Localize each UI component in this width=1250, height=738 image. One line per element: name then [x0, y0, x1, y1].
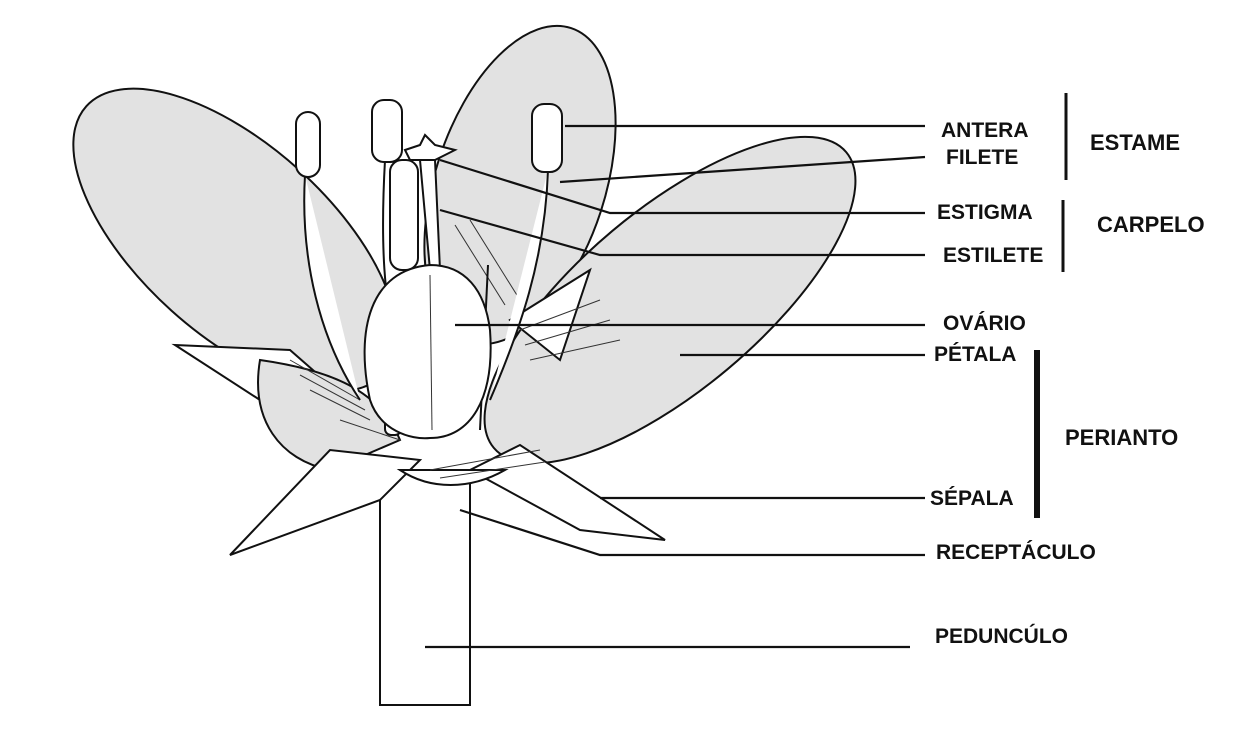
label-estilete: ESTILETE — [943, 244, 1043, 267]
group-perianto: PERIANTO — [1065, 425, 1178, 450]
label-pedunculo: PEDUNCÚLO — [935, 624, 1068, 648]
sepal-front-right — [467, 443, 666, 541]
receptacle — [396, 469, 509, 486]
label-petala: PÉTALA — [934, 343, 1016, 366]
label-receptaculo: RECEPTÁCULO — [936, 541, 1096, 564]
sepal-front-left — [229, 448, 423, 556]
shading-hatch — [289, 219, 621, 479]
peduncle — [379, 469, 471, 706]
label-filete: FILETE — [946, 146, 1018, 169]
right-petal — [483, 135, 857, 465]
group-carpelo: CARPELO — [1097, 212, 1205, 237]
leader-lines — [425, 124, 926, 649]
group-estame: ESTAME — [1090, 130, 1180, 155]
sepal-right-back — [508, 267, 592, 362]
label-ovario: OVÁRIO — [943, 312, 1026, 335]
pistil — [363, 133, 492, 440]
label-antera: ANTERA — [941, 119, 1029, 142]
label-estigma: ESTIGMA — [937, 201, 1033, 224]
label-sepala: SÉPALA — [930, 487, 1014, 510]
